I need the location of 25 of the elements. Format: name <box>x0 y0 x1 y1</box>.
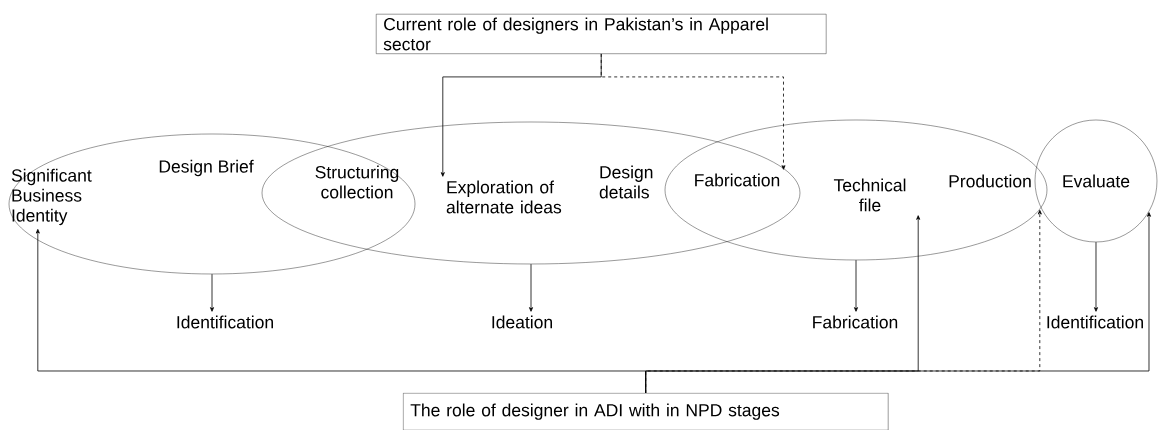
stage-label: Ideation <box>492 315 552 329</box>
activity-label: Technical file <box>833 178 906 212</box>
activity-label: Design details <box>599 165 653 199</box>
activity-label: Production <box>949 174 1031 188</box>
activity-label: Exploration of alternate ideas <box>446 180 562 214</box>
stage-label: Identification <box>177 315 273 329</box>
ellipse-shape <box>8 133 416 275</box>
stage-label: Identification <box>1047 315 1143 329</box>
arrow <box>210 273 214 312</box>
activity-label: Evaluate <box>1063 174 1130 188</box>
arrow <box>854 259 858 312</box>
arrow <box>600 53 786 170</box>
activity-label: Design Brief <box>159 159 254 177</box>
text-box: Current role of designers in Pakistan’s in Apparel sector <box>376 14 827 54</box>
stage-label: Fabrication <box>813 315 898 329</box>
text-box: The role of designer in ADI with in NPD stages <box>403 393 889 430</box>
circle-shape <box>1034 119 1158 243</box>
arrow <box>529 263 533 312</box>
ellipse-shape <box>664 119 1048 261</box>
arrow <box>1094 241 1098 312</box>
arrow <box>645 212 1151 394</box>
activity-label: Structuring collection <box>315 165 399 199</box>
ellipse-shape <box>261 121 801 265</box>
activity-label: Fabrication <box>695 173 780 187</box>
activity-label: Significant Business Identity <box>11 168 92 226</box>
